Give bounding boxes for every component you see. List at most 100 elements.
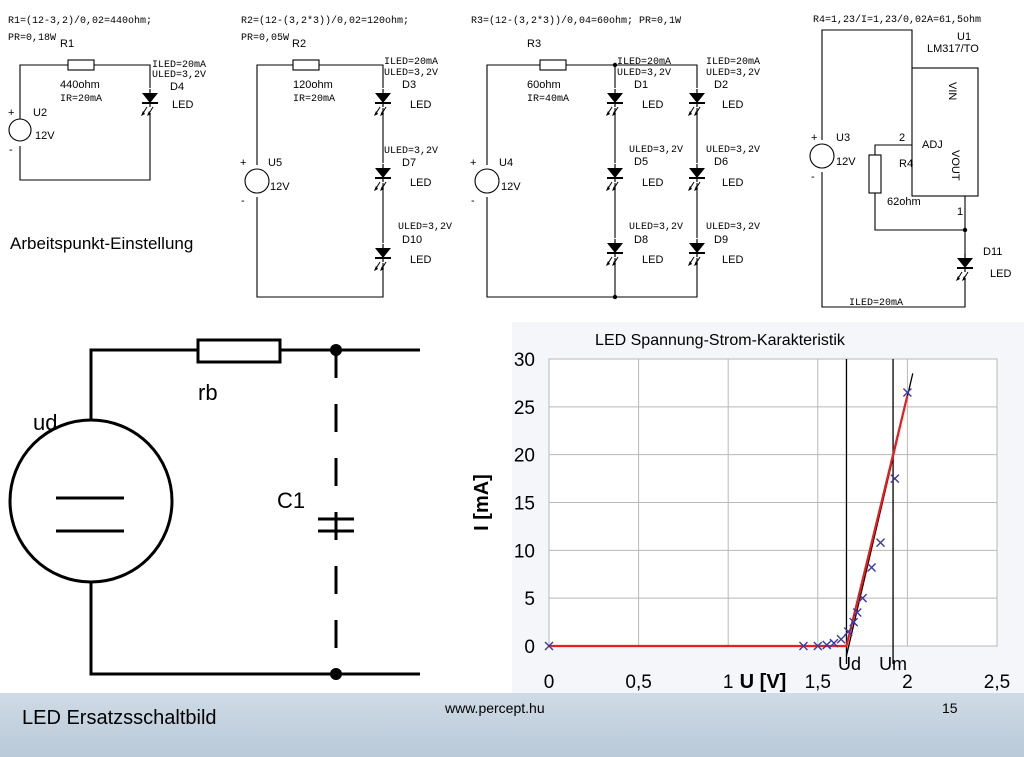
x-tick-label-4: 2	[902, 672, 913, 693]
c3-l-uled3: ULED=3,2V	[629, 222, 683, 233]
data-point-7	[849, 617, 859, 627]
rb-label: rb	[198, 380, 218, 405]
circuit-3	[474, 59, 698, 298]
data-point-11	[876, 538, 886, 548]
c1-minus: -	[9, 144, 13, 156]
operating-point-label: Arbeitspunkt-Einstellung	[10, 234, 193, 253]
c3-l-uled1: ULED=3,2V	[617, 68, 671, 79]
c3-l-led2: LED	[642, 177, 663, 189]
ud-label: ud	[33, 410, 57, 435]
c2-ir: IR=20mA	[293, 94, 335, 105]
c4-d: D11	[983, 246, 1002, 258]
model-line	[549, 395, 909, 648]
c4-r-value: 62ohm	[887, 196, 921, 208]
c1-uled: ULED=3,2V	[152, 70, 206, 81]
c2-r-label: R2	[292, 38, 306, 50]
c3-r-led2: LED	[722, 177, 743, 189]
c3-r-led3: LED	[722, 254, 743, 266]
c3-src-v: 12V	[501, 181, 521, 193]
x-tick-label-5: 2,5	[984, 672, 1010, 693]
c2-formula: R2=(12-(3,2*3))/0,02=120ohm;	[241, 15, 409, 27]
data-point-2	[813, 641, 823, 651]
c3-l-led3: LED	[642, 254, 663, 266]
c2-uled2: ULED=3,2V	[384, 146, 438, 157]
c2-plus: +	[240, 157, 246, 169]
c3-formula: R3=(12-(3,2*3))/0,04=60ohm; PR=0,1W	[471, 15, 681, 27]
data-point-1	[798, 641, 808, 651]
c3-l-d2: D5	[634, 156, 648, 168]
data-point-4	[829, 638, 839, 648]
website-link[interactable]: www.percept.hu	[445, 700, 545, 716]
c4-src-v: 12V	[836, 156, 856, 168]
c3-l-d3: D8	[634, 234, 648, 246]
c4-pin2: 2	[899, 132, 905, 144]
data-point-6	[843, 627, 853, 637]
y-tick-label-5: 25	[514, 398, 535, 419]
c2-uled1: ULED=3,2V	[384, 68, 438, 79]
c4-led: LED	[990, 268, 1011, 280]
x-axis-label: U [V]	[740, 671, 787, 693]
c3-ir: IR=40mA	[527, 94, 569, 105]
data-point-0	[544, 641, 554, 651]
c1-iled: ILED=20mA	[152, 60, 206, 71]
c1-r-label: R1	[60, 38, 74, 50]
y-tick-label-1: 5	[524, 589, 535, 610]
y-tick-label-6: 30	[514, 350, 535, 371]
y-axis-label: I [mA]	[471, 474, 493, 531]
c2-iled: ILED=20mA	[384, 57, 438, 68]
c3-r-d3: D9	[714, 234, 728, 246]
c2-r-value: 120ohm	[293, 79, 333, 91]
c2-d2: D7	[402, 157, 416, 169]
c4-plus: +	[811, 132, 817, 144]
c2-d3: D10	[402, 234, 422, 246]
data-point-8	[852, 608, 862, 618]
c4-vin: VIN	[946, 82, 958, 100]
c1-led-label: LED	[172, 99, 193, 111]
c3-r-label: R3	[527, 38, 541, 50]
c2-led1: LED	[410, 99, 431, 111]
c4-vout: VOUT	[949, 150, 961, 181]
c3-l-iled: ILED=20mA	[617, 57, 671, 68]
equivalent-circuit-label: LED Ersatzsschaltbild	[22, 707, 217, 729]
x-tick-label-2: 1	[723, 672, 734, 693]
c4-r-label: R4	[899, 158, 913, 170]
c4-src-label: U3	[836, 132, 850, 144]
c3-l-uled2: ULED=3,2V	[629, 145, 683, 156]
c3-r-led1: LED	[722, 99, 743, 111]
x-tick-label-1: 0,5	[625, 672, 651, 693]
c2-d1: D3	[402, 79, 416, 91]
data-point-10	[867, 563, 877, 573]
c2-minus: -	[241, 195, 245, 207]
y-tick-label-3: 15	[514, 494, 535, 515]
c2-power: PR=0,05W	[241, 33, 289, 44]
chart-title: LED Spannung-Strom-Karakteristik	[595, 332, 846, 349]
c2-led3: LED	[410, 254, 431, 266]
c1-d-label: D4	[170, 81, 184, 93]
c4-pin1: 1	[957, 206, 963, 218]
c4-reg: U1	[957, 31, 971, 43]
c3-r-iled: ILED=20mA	[706, 57, 760, 68]
c4-adj: ADJ	[922, 139, 943, 151]
circuit-4	[809, 29, 979, 308]
c3-r-d2: D6	[714, 156, 728, 168]
c3-src-label: U4	[499, 157, 513, 169]
x-tick-label-0: 0	[544, 672, 555, 693]
c1-ir: IR=20mA	[60, 94, 102, 105]
c3-plus: +	[470, 157, 476, 169]
c3-minus: -	[471, 195, 475, 207]
y-tick-label-4: 20	[514, 446, 535, 467]
c3-r-value: 60ohm	[527, 79, 561, 91]
x-tick-label-3: 1,5	[805, 672, 831, 693]
c3-r-d1: D2	[714, 79, 728, 91]
c3-r-uled3: ULED=3,2V	[706, 222, 760, 233]
c4-iled: ILED=20mA	[849, 298, 903, 309]
c4-formula: R4=1,23/I=1,23/0,02A=61,5ohm	[813, 14, 981, 26]
circuit-1	[8, 59, 151, 181]
equivalent-circuit	[8, 338, 420, 676]
c1-plus: +	[8, 107, 14, 119]
schematics-panel	[0, 0, 1024, 322]
y-tick-label-0: 0	[524, 637, 535, 658]
